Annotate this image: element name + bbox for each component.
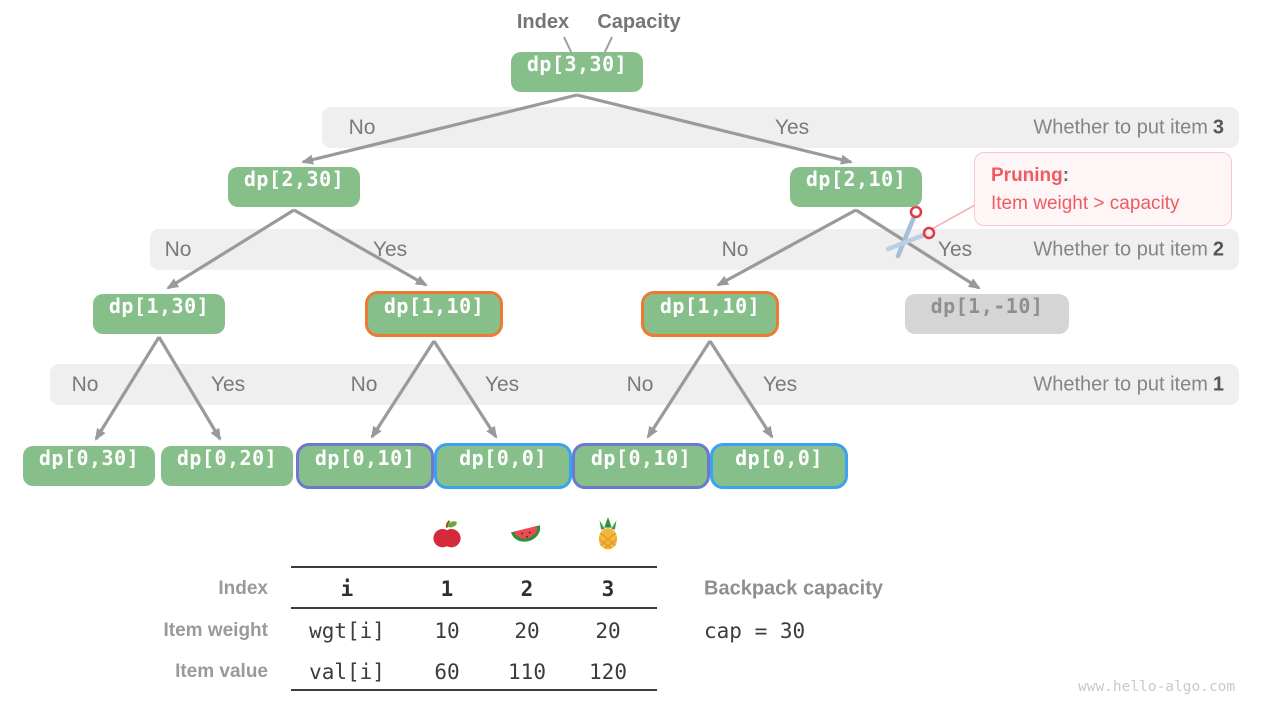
- table-rule-top: [291, 566, 657, 568]
- tree-edge-lines: [94, 93, 981, 441]
- node-dp-1-10-right: dp[1,10]: [641, 291, 779, 337]
- table-cell: 60: [434, 660, 460, 684]
- table-rule-bottom: [291, 689, 657, 691]
- table-cell: 20: [514, 619, 540, 643]
- question-item-3-number: 3: [1212, 116, 1224, 138]
- table-cell: 120: [589, 660, 627, 684]
- node-dp-1-10-left: dp[1,10]: [365, 291, 503, 337]
- scissors-icon: [885, 205, 936, 259]
- edge-label-yes: Yes: [210, 372, 246, 396]
- node-dp-3-30: dp[3,30]: [511, 52, 643, 92]
- edge-label-no: No: [721, 237, 749, 261]
- index-pointer-label: Index: [516, 11, 570, 33]
- table-header-cell: 2: [520, 577, 534, 601]
- node-dp-2-10: dp[2,10]: [790, 167, 922, 207]
- backpack-capacity-value: cap = 30: [704, 619, 806, 643]
- band-item-1: No Yes No Yes No Yes Whether to put item…: [50, 364, 1239, 405]
- edge-label-no: No: [164, 237, 192, 261]
- pruning-pointer-line: [931, 204, 976, 230]
- table-cell: 20: [595, 619, 621, 643]
- edge-label-yes: Yes: [484, 372, 520, 396]
- backpack-capacity-label: Backpack capacity: [704, 577, 884, 600]
- pruning-detail: Item weight > capacity: [991, 193, 1180, 214]
- watermark: www.hello-algo.com: [1078, 679, 1236, 695]
- table-header-cell: 3: [601, 577, 615, 601]
- edge-label-no: No: [350, 372, 378, 396]
- table-cell: 110: [508, 660, 546, 684]
- question-item-1-number: 1: [1212, 373, 1224, 395]
- edge-label-no: No: [626, 372, 654, 396]
- capacity-pointer-label: Capacity: [597, 11, 681, 33]
- table-row-label: Index: [218, 578, 268, 599]
- node-dp-1-30: dp[1,30]: [93, 294, 225, 334]
- question-item-2-number: 2: [1212, 238, 1224, 260]
- edge-label-no: No: [348, 115, 376, 139]
- edge-label-yes: Yes: [762, 372, 798, 396]
- edge-label-yes: Yes: [372, 237, 408, 261]
- table-header-cell: 1: [440, 577, 454, 601]
- pruning-callout: Pruning: Item weight > capacity: [974, 152, 1232, 226]
- table-row-label: Item value: [175, 661, 268, 682]
- apple-icon: [430, 518, 464, 552]
- node-dp-0-10-right: dp[0,10]: [572, 443, 710, 489]
- pineapple-icon: [591, 517, 625, 551]
- node-dp-2-30: dp[2,30]: [228, 167, 360, 207]
- watermelon-icon: [510, 518, 544, 552]
- edge-label-no: No: [71, 372, 99, 396]
- table-header-cell: i: [340, 577, 354, 601]
- node-dp-0-30: dp[0,30]: [23, 446, 155, 486]
- node-dp-1-neg10: dp[1,-10]: [905, 294, 1069, 334]
- node-dp-0-0-left: dp[0,0]: [434, 443, 572, 489]
- edge-label-yes: Yes: [774, 115, 810, 139]
- edge-label-yes: Yes: [937, 237, 973, 261]
- table-cell: 10: [434, 619, 460, 643]
- pruning-title: Pruning: [991, 165, 1063, 186]
- table-row-label: Item weight: [163, 620, 268, 641]
- table-rule-middle: [291, 607, 657, 609]
- node-dp-0-0-right: dp[0,0]: [710, 443, 848, 489]
- node-dp-0-20: dp[0,20]: [161, 446, 293, 486]
- table-cell: wgt[i]: [309, 619, 385, 643]
- table-cell: val[i]: [309, 660, 385, 684]
- node-dp-0-10-left: dp[0,10]: [296, 443, 434, 489]
